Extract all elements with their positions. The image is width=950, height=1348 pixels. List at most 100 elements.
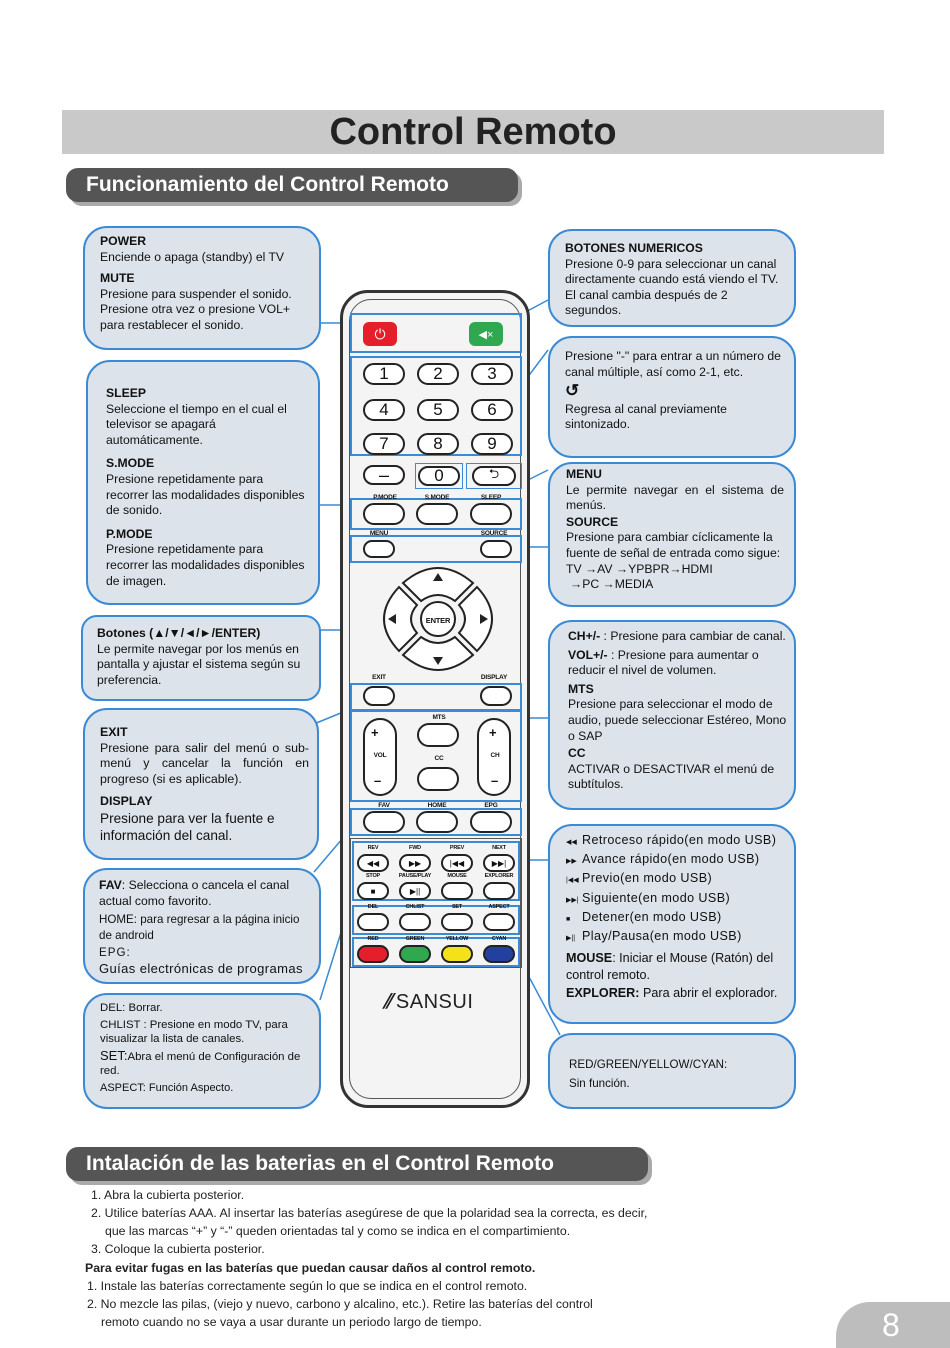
usb-line: ◀◀Retroceso rápido(en modo USB) — [566, 832, 790, 851]
numeric-title: BOTONES NUMERICOS — [565, 241, 703, 255]
pauseplay-button[interactable]: ▶|| — [399, 882, 431, 900]
menu-description: Le permite navegar en el sistema de menú… — [566, 483, 784, 514]
epg-button[interactable] — [470, 811, 512, 833]
instruction-2: 2. Utilice baterías AAA. Al insertar las… — [85, 1204, 805, 1222]
mts-button[interactable] — [417, 723, 459, 747]
color-title: RED/GREEN/YELLOW/CYAN: — [569, 1057, 786, 1073]
color-buttons-box: RED/GREEN/YELLOW/CYAN: Sin función. — [548, 1033, 796, 1109]
digit-2-button[interactable]: 2 — [417, 363, 459, 385]
aspect-label: ASPECT — [479, 904, 519, 910]
mute-description: Presione para suspender el sonido. Presi… — [100, 287, 309, 334]
mts-label: MTS — [423, 714, 455, 721]
digit-0-button[interactable]: 0 — [418, 466, 460, 486]
cyan-label: CYAN — [479, 936, 519, 942]
chlist-description: CHLIST : Presione en modo TV, para visua… — [100, 1018, 315, 1047]
power-button[interactable]: ⏻ — [363, 322, 397, 346]
pmode-title: P.MODE — [106, 527, 153, 541]
vol-plus-icon: + — [371, 725, 378, 740]
digit-7-button[interactable]: 7 — [363, 433, 405, 455]
exit-label: EXIT — [363, 674, 395, 681]
power-description: Enciende o apaga (standby) el TV — [100, 250, 309, 266]
del-button[interactable] — [357, 913, 389, 931]
chlist-button[interactable] — [399, 913, 431, 931]
nav-title: Botones (▲/▼/◄/►/ENTER) — [97, 626, 260, 640]
cyan-button[interactable] — [483, 945, 515, 963]
stop-label: STOP — [353, 873, 393, 879]
digit-6-button[interactable]: 6 — [471, 399, 513, 421]
ch-description: : Presione para cambiar de canal. — [600, 629, 786, 643]
pmode-button[interactable] — [363, 503, 405, 525]
recall-button[interactable]: ⮌ — [472, 466, 516, 486]
usb-line: ▶▶Avance rápido(en modo USB) — [566, 851, 790, 870]
set-description: Abra el menú de Configuración de red. — [100, 1051, 300, 1078]
menu-button[interactable] — [363, 540, 395, 558]
warning-1: 1. Instale las baterías correctamente se… — [85, 1277, 805, 1295]
prev-button[interactable]: |◀◀ — [441, 854, 473, 872]
source-label: SOURCE — [477, 530, 511, 537]
explorer-button[interactable] — [483, 882, 515, 900]
menu-title: MENU — [566, 467, 602, 481]
del-label: DEL — [353, 904, 393, 910]
cc-button[interactable] — [417, 767, 459, 791]
digit-9-button[interactable]: 9 — [471, 433, 513, 455]
media-icon: ▶▶| — [566, 892, 582, 909]
digit-1-button[interactable]: 1 — [363, 363, 405, 385]
digit-4-button[interactable]: 4 — [363, 399, 405, 421]
digit-8-button[interactable]: 8 — [417, 433, 459, 455]
red-button[interactable] — [357, 945, 389, 963]
ch-title: CH+/- — [568, 629, 600, 643]
usb-line-text: Siguiente(en modo USB) — [582, 891, 730, 905]
next-button[interactable]: ▶▶| — [483, 854, 515, 872]
battery-instructions: 1. Abra la cubierta posterior. 2. Utilic… — [85, 1186, 805, 1331]
vol-minus-icon: – — [374, 773, 381, 788]
dpad-down[interactable] — [403, 637, 473, 670]
source-flow-2: →PC →MEDIA — [566, 577, 784, 593]
del-chlist-set-box: DEL: Borrar. CHLIST : Presione en modo T… — [83, 993, 321, 1109]
numeric-buttons-box: BOTONES NUMERICOS Presione 0-9 para sele… — [548, 229, 796, 327]
exit-title: EXIT — [100, 725, 128, 739]
sleep-title: SLEEP — [106, 386, 146, 400]
page-number: 8 — [836, 1302, 950, 1348]
digit-5-button[interactable]: 5 — [417, 399, 459, 421]
smode-button[interactable] — [416, 503, 458, 525]
display-button[interactable] — [480, 686, 512, 706]
usb-line: |◀◀Previo(en modo USB) — [566, 870, 790, 889]
recall-icon: ↺ — [565, 383, 786, 399]
nav-description: Le permite navegar por los menús en pant… — [97, 642, 311, 689]
fav-button[interactable] — [363, 811, 405, 833]
sleep-button[interactable] — [470, 503, 512, 525]
dash-button[interactable]: – — [363, 465, 405, 485]
explorer-label: EXPLORER — [479, 873, 519, 879]
rev-button[interactable]: ◀◀ — [357, 854, 389, 872]
instruction-3: 3. Coloque la cubierta posterior. — [85, 1240, 805, 1258]
usb-controls-box: ◀◀Retroceso rápido(en modo USB)▶▶Avance … — [548, 824, 796, 1024]
mts-title: MTS — [568, 682, 594, 696]
yellow-button[interactable] — [441, 945, 473, 963]
set-button[interactable] — [441, 913, 473, 931]
digit-3-button[interactable]: 3 — [471, 363, 513, 385]
fwd-button[interactable]: ▶▶ — [399, 854, 431, 872]
epg-title: EPG: — [99, 945, 315, 961]
set-label: SET — [437, 904, 477, 910]
cc-title: CC — [568, 746, 586, 760]
dpad-up[interactable] — [403, 568, 473, 601]
stop-button[interactable]: ■ — [357, 882, 389, 900]
red-label: RED — [353, 936, 393, 942]
source-flow-1: TV →AV →YPBPR→HDMI — [566, 562, 784, 578]
pmode-description: Presione repetidamente para recorrer las… — [106, 542, 306, 589]
sleep-description: Seleccione el tiempo en el cual el telev… — [106, 402, 306, 449]
mouse-button[interactable] — [441, 882, 473, 900]
green-button[interactable] — [399, 945, 431, 963]
aspect-button[interactable] — [483, 913, 515, 931]
epg-description: Guías electrónicas de programas — [99, 961, 315, 977]
green-label: GREEN — [395, 936, 435, 942]
cc-label: CC — [423, 755, 455, 762]
exit-button[interactable] — [363, 686, 395, 706]
mute-button[interactable]: ◀× — [469, 322, 503, 346]
source-button[interactable] — [480, 540, 512, 558]
usb-line-text: Previo(en modo USB) — [582, 871, 712, 885]
home-button[interactable] — [416, 811, 458, 833]
display-title: DISPLAY — [100, 794, 153, 808]
yellow-label: YELLOW — [437, 936, 477, 942]
sleep-mode-box: SLEEP Seleccione el tiempo en el cual el… — [86, 360, 320, 605]
